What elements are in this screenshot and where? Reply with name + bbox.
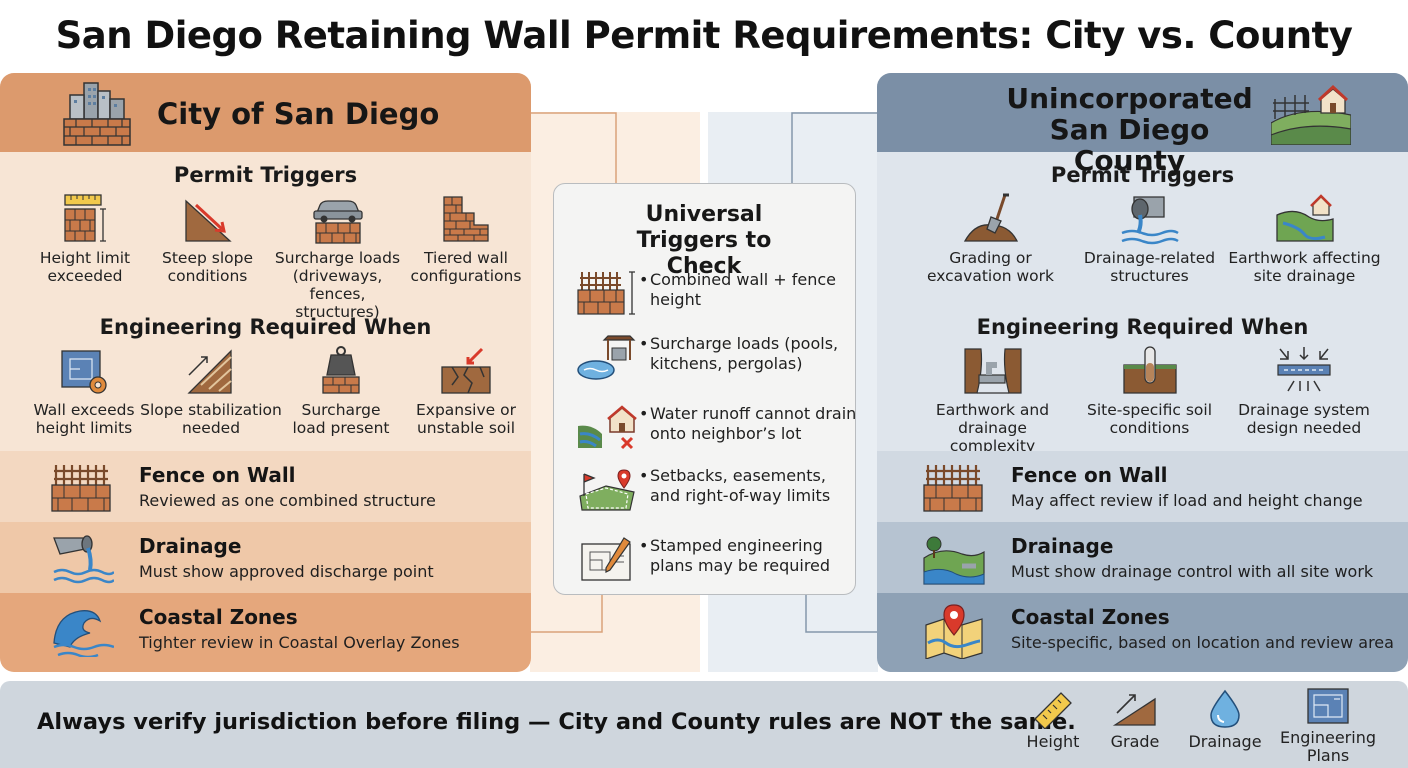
county-trigger-drainage: Drainage-related structures (1077, 193, 1222, 285)
county-drainage-subtitle: Must show drainage control with all site… (1011, 562, 1374, 581)
city-engineering-slope: Slope stabilization needed (140, 345, 282, 437)
universal-title: Universal Triggers to Check (636, 202, 772, 279)
city-drainage-subtitle: Must show approved discharge point (139, 562, 434, 581)
city-skyline-icon (63, 82, 131, 146)
city-engineering-surcharge: Surcharge load present (285, 345, 397, 437)
county-drainage-title: Drainage (1011, 534, 1114, 558)
universal-item-setbacks: Setbacks, easements, and right-of-way li… (576, 466, 856, 526)
county-band-fence: Fence on Wall May affect review if load … (877, 451, 1408, 523)
city-heading: City of San Diego (157, 97, 440, 131)
city-panel: City of San Diego Permit Triggers Height… (0, 73, 531, 672)
universal-item-label: Stamped engineering plans may be require… (639, 536, 860, 576)
city-trigger-tiered: Tiered wall configurations (410, 193, 522, 285)
city-engineering-height: Wall exceeds height limits (28, 345, 140, 437)
drain-pipe-icon (53, 535, 114, 584)
universal-item-plans: Stamped engineering plans may be require… (576, 536, 856, 596)
slope-arrow-icon (184, 199, 232, 242)
hillside-house-icon (1275, 194, 1334, 242)
earthwork-pipe-icon (963, 348, 1022, 394)
footer-item-engineering-plans: Engineering Plans (1278, 687, 1378, 765)
footer-item-height: Height (1018, 689, 1088, 751)
city-band-drainage: Drainage Must show approved discharge po… (0, 522, 531, 594)
county-header: Unincorporated San Diego County (877, 73, 1408, 176)
city-fence-title: Fence on Wall (139, 463, 296, 487)
universal-item-fence-height: Combined wall + fence height (576, 270, 856, 330)
city-drainage-title: Drainage (139, 534, 242, 558)
footer-item-drainage: Drainage (1185, 689, 1265, 751)
cracked-soil-icon (441, 347, 491, 394)
city-band-coastal: Coastal Zones Tighter review in Coastal … (0, 593, 531, 672)
county-band-drainage: Drainage Must show drainage control with… (877, 522, 1408, 594)
city-header: City of San Diego (0, 73, 531, 152)
map-pin-icon (925, 604, 983, 659)
culvert-icon (1121, 196, 1179, 245)
slope-stabilization-icon (187, 349, 232, 394)
soil-sample-icon (1122, 346, 1177, 394)
weight-icon (322, 346, 360, 394)
pool-pergola-icon (577, 335, 636, 380)
universal-item-label: Water runoff cannot drain onto neighbor’… (639, 404, 860, 444)
city-trigger-height: Height limit exceeded (30, 193, 140, 285)
city-engineering-title: Engineering Required When (99, 315, 432, 339)
landscape-drainage-icon (923, 536, 985, 585)
footer-banner: Always verify jurisdiction before filing… (0, 681, 1408, 768)
universal-item-label: Combined wall + fence height (639, 270, 860, 310)
county-trigger-earthwork: Earthwork affecting site drainage (1227, 193, 1382, 285)
wave-icon (53, 610, 114, 657)
plans-pen-icon (581, 537, 631, 581)
county-permit-triggers-title: Permit Triggers (1050, 163, 1235, 187)
footer-text: Always verify jurisdiction before filing… (37, 709, 1076, 735)
fence-height-icon (577, 271, 635, 315)
fence-wall-icon (51, 465, 111, 512)
county-coastal-subtitle: Site-specific, based on location and rev… (1011, 633, 1394, 652)
blueprint-gear-icon (61, 350, 107, 394)
city-permit-triggers-title: Permit Triggers (173, 163, 358, 187)
county-panel: Unincorporated San Diego County Permit T… (877, 73, 1408, 672)
county-engineering-earthwork: Earthwork and drainage complexity (915, 345, 1070, 455)
county-trigger-grading: Grading or excavation work (923, 193, 1058, 285)
droplet-icon (1210, 689, 1240, 728)
city-band-fence: Fence on Wall Reviewed as one combined s… (0, 451, 531, 523)
runoff-house-icon (578, 405, 637, 450)
farmland-house-icon (1271, 84, 1351, 145)
county-engineering-drainage: Drainage system design needed (1229, 345, 1379, 437)
city-trigger-slope: Steep slope conditions (150, 193, 265, 285)
blueprint-icon (1307, 688, 1349, 724)
property-flags-icon (579, 469, 635, 511)
car-on-wall-icon (312, 200, 363, 244)
county-heading: Unincorporated San Diego County (1006, 82, 1253, 177)
universal-item-surcharge: Surcharge loads (pools, kitchens, pergol… (576, 334, 856, 394)
county-fence-title: Fence on Wall (1011, 463, 1168, 487)
connector-lines (530, 112, 890, 633)
shovel-icon (963, 193, 1018, 242)
county-engineering-soil: Site-specific soil conditions (1077, 345, 1222, 437)
ruler-wall-icon (64, 194, 106, 242)
universal-item-label: Setbacks, easements, and right-of-way li… (639, 466, 860, 506)
fence-wall-icon (923, 465, 983, 512)
universal-item-runoff: Water runoff cannot drain onto neighbor’… (576, 404, 856, 464)
city-engineering-soil: Expansive or unstable soil (405, 345, 527, 437)
city-fence-subtitle: Reviewed as one combined structure (139, 491, 436, 510)
footer-item-grade: Grade (1100, 689, 1170, 751)
city-trigger-surcharge: Surcharge loads (driveways, fences, stru… (265, 193, 410, 321)
county-band-coastal: Coastal Zones Site-specific, based on lo… (877, 593, 1408, 672)
county-engineering-title: Engineering Required When (976, 315, 1309, 339)
county-coastal-title: Coastal Zones (1011, 605, 1170, 629)
city-coastal-title: Coastal Zones (139, 605, 298, 629)
grade-icon (1112, 694, 1156, 726)
ruler-icon (1034, 692, 1072, 729)
universal-triggers-card: Universal Triggers to Check Combined wal… (553, 183, 856, 595)
city-coastal-subtitle: Tighter review in Coastal Overlay Zones (139, 633, 460, 652)
county-fence-subtitle: May affect review if load and height cha… (1011, 491, 1363, 510)
universal-item-label: Surcharge loads (pools, kitchens, pergol… (639, 334, 860, 374)
tiered-wall-icon (443, 196, 489, 242)
drainage-design-icon (1277, 347, 1331, 392)
page-title: San Diego Retaining Wall Permit Requirem… (55, 14, 1353, 57)
